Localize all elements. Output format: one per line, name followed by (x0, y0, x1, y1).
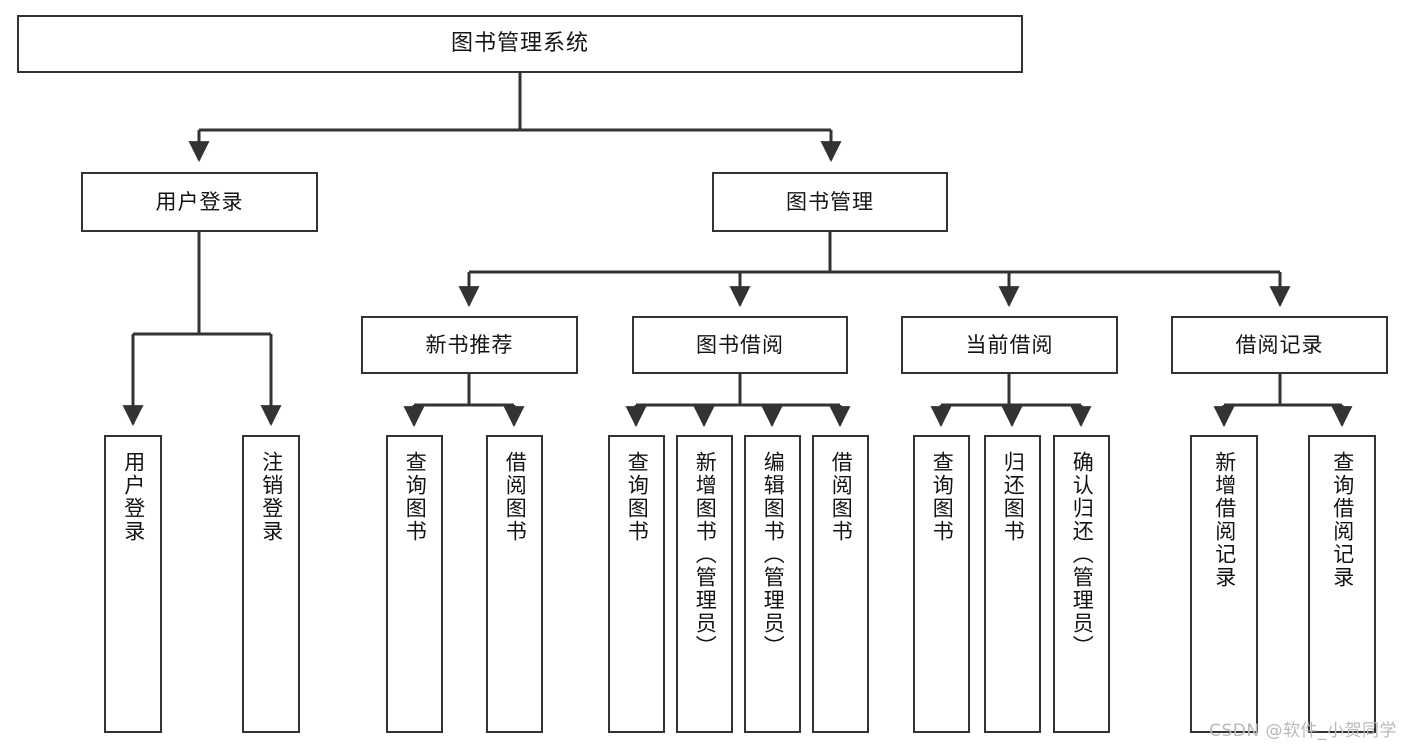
node-label: 查询图书 (930, 451, 955, 543)
node-label: 用户登录 (155, 189, 244, 214)
node-leaf-add-book[interactable]: 新增图书（管理员） (676, 435, 733, 733)
node-label: 借阅记录 (1235, 332, 1324, 357)
node-label: 图书管理 (786, 189, 874, 214)
node-leaf-query-book-1[interactable]: 查询图书 (386, 435, 443, 733)
node-leaf-user-login[interactable]: 用户登录 (104, 435, 162, 733)
node-label: 归还图书 (1001, 451, 1026, 543)
node-label: 查询图书 (403, 451, 428, 543)
node-leaf-add-record[interactable]: 新增借阅记录 (1190, 435, 1258, 733)
node-label: 查询借阅记录 (1330, 451, 1355, 589)
node-current-borrow[interactable]: 当前借阅 (901, 316, 1118, 374)
watermark-text: CSDN @软件_小贺同学 (1209, 721, 1397, 741)
node-book-manage[interactable]: 图书管理 (712, 172, 948, 232)
node-label: 图书借阅 (696, 332, 784, 357)
node-label: 编辑图书（管理员） (761, 451, 786, 658)
node-leaf-logout[interactable]: 注销登录 (242, 435, 300, 733)
node-leaf-query-book-3[interactable]: 查询图书 (913, 435, 970, 733)
node-borrow-record[interactable]: 借阅记录 (1171, 316, 1388, 374)
node-new-book-recommend[interactable]: 新书推荐 (361, 316, 578, 374)
node-leaf-borrow-book-1[interactable]: 借阅图书 (486, 435, 543, 733)
node-leaf-edit-book[interactable]: 编辑图书（管理员） (744, 435, 801, 733)
node-user-login[interactable]: 用户登录 (81, 172, 318, 232)
node-leaf-query-record[interactable]: 查询借阅记录 (1308, 435, 1376, 733)
node-leaf-confirm-return[interactable]: 确认归还（管理员） (1053, 435, 1110, 733)
node-leaf-borrow-book-2[interactable]: 借阅图书 (812, 435, 869, 733)
node-label: 新增图书（管理员） (693, 451, 718, 658)
node-leaf-return-book[interactable]: 归还图书 (984, 435, 1041, 733)
node-label: 新书推荐 (425, 332, 514, 357)
node-label: 查询图书 (625, 451, 650, 543)
node-label: 新增借阅记录 (1212, 451, 1237, 589)
node-root-system[interactable]: 图书管理系统 (17, 15, 1023, 73)
node-leaf-query-book-2[interactable]: 查询图书 (608, 435, 665, 733)
node-label: 用户登录 (121, 451, 146, 543)
node-label: 借阅图书 (829, 451, 854, 543)
node-label: 当前借阅 (965, 332, 1054, 357)
node-book-borrow[interactable]: 图书借阅 (632, 316, 848, 374)
node-label: 图书管理系统 (450, 31, 589, 57)
node-label: 确认归还（管理员） (1070, 451, 1095, 658)
node-label: 借阅图书 (503, 451, 528, 543)
node-label: 注销登录 (259, 451, 284, 543)
